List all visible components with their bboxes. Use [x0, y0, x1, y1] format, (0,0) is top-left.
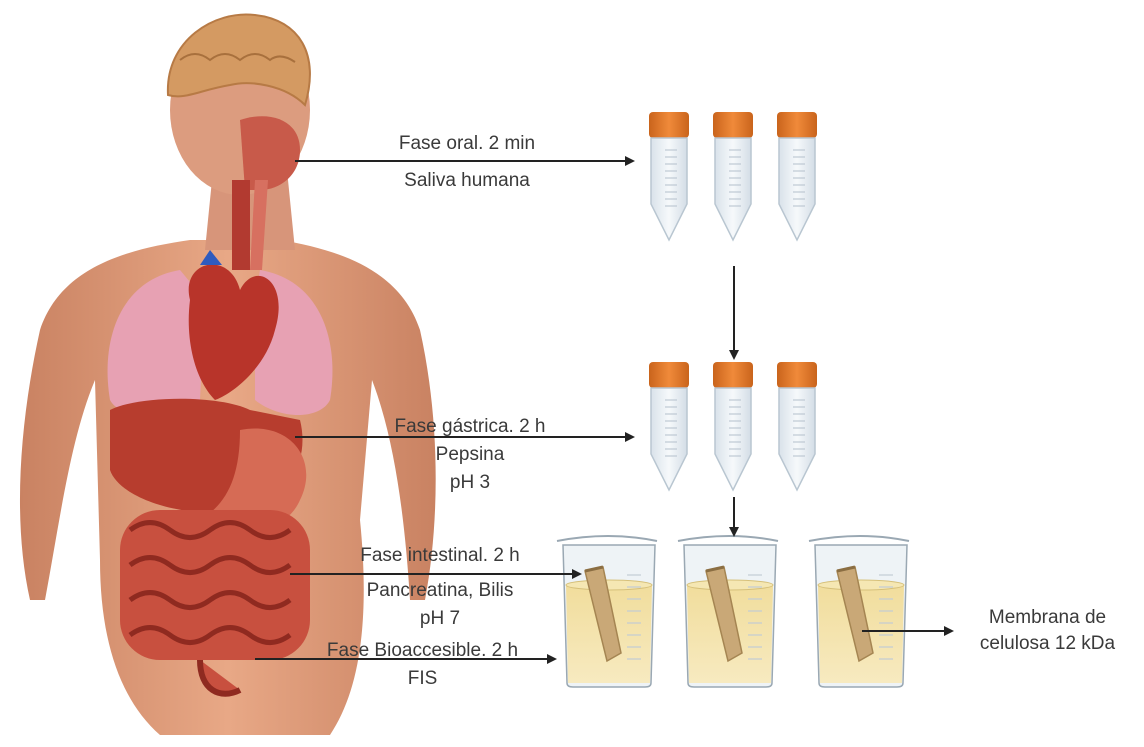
bioaccessible-phase-title: Fase Bioaccesible. 2 h — [295, 640, 550, 662]
bioaccessible-phase-fluid: FIS — [295, 668, 550, 690]
centrifuge-tube-icon — [777, 112, 817, 240]
intestinal-phase-title: Fase intestinal. 2 h — [325, 545, 555, 567]
membrane-label-line2: celulosa 12 kDa — [960, 633, 1135, 655]
intestinal-phase-enzyme: Pancreatina, Bilis — [325, 580, 555, 602]
oral-tubes — [649, 112, 817, 240]
beaker-icon — [809, 536, 909, 687]
oral-phase-title: Fase oral. 2 min — [372, 133, 562, 155]
intestinal-beakers — [557, 536, 909, 687]
centrifuge-tube-icon — [649, 112, 689, 240]
gastric-phase-ph: pH 3 — [360, 472, 580, 494]
gastric-phase-enzyme: Pepsina — [360, 444, 580, 466]
oral-phase-detail: Saliva humana — [372, 170, 562, 192]
gastric-phase-title: Fase gástrica. 2 h — [360, 416, 580, 438]
intestinal-phase-ph: pH 7 — [325, 608, 555, 630]
membrane-label-line1: Membrana de — [960, 607, 1135, 629]
oral-cavity — [240, 116, 300, 190]
centrifuge-tube-icon — [713, 112, 753, 240]
beaker-icon — [678, 536, 778, 687]
beaker-icon — [557, 536, 657, 687]
gastric-tubes — [649, 362, 817, 490]
centrifuge-tube-icon — [649, 362, 689, 490]
centrifuge-tube-icon — [713, 362, 753, 490]
centrifuge-tube-icon — [777, 362, 817, 490]
